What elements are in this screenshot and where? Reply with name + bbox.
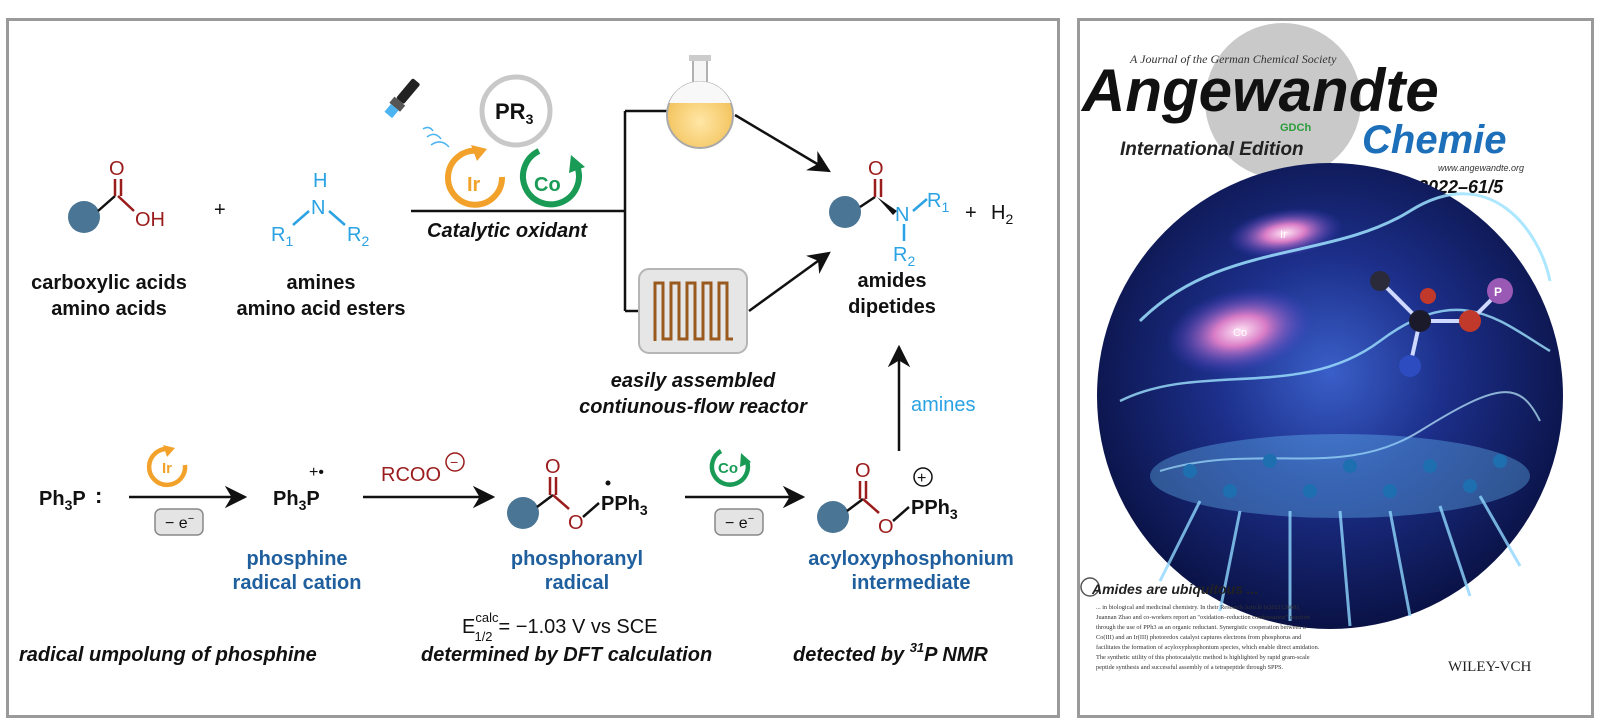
product-name: amides [858,270,927,292]
batch-arrow [734,113,831,173]
cover-blurb: ... in biological and medicinal chemistr… [1096,604,1320,671]
carboxylate-charge: − [450,454,458,470]
caption-umpolung: radical umpolung of phosphine [19,644,317,666]
catalytic-oxidant-label: Catalytic oxidant [427,220,588,242]
amide-r2: R2 [893,244,915,269]
blurb-line: through the use of PPh3 as an organic re… [1096,624,1306,631]
cover-gdch: GDCh [1280,122,1311,134]
label-radical-cation-1: phosphine [246,548,347,570]
ph3p-start: Ph3P [39,488,86,513]
blurb-line: ... in biological and medicinal chemistr… [1096,604,1301,611]
blurb-line: Co(III) and an Ir(III) photoredox cataly… [1096,634,1302,641]
amine-r1: R1 [271,224,293,249]
co-catalyst-cycle-icon: Co [519,148,585,208]
flow-reactor-icon [638,268,748,354]
ir-small-label: Ir [162,460,172,477]
flow-reactor-label-1: easily assembled [611,370,776,392]
reactant1-name: carboxylic acids [31,272,187,294]
radical-cation-charge: +• [309,464,324,481]
product-subname: dipetides [848,296,936,318]
amide-product-structure: O N R1 R2 [829,158,949,269]
phosphine-radical-cation: Ph3P [273,488,320,513]
phosphonium-charge: + [917,470,926,487]
label-phosphoranyl-1: phosphoranyl [511,548,643,570]
acyloxyphosphonium-structure: O O + PPh3 [817,460,958,538]
cover-edition: International Edition [1120,139,1304,160]
blurb-line: peptide synthesis and successful assembl… [1096,664,1284,671]
co-small-cycle-icon: Co [709,449,751,487]
label-acyloxy-1: acyloxyphosphonium [808,548,1014,570]
cover-chemie: Chemie [1362,118,1507,162]
amide-n-label: N [895,204,909,226]
acyloxy-carbonyl-o: O [855,460,871,482]
product-plus: + [965,202,977,224]
caption-nmr: detected by 31P NMR [793,640,988,666]
carboxylate-label: RCOO [381,464,441,486]
acyloxy-pph3: PPh3 [911,497,958,522]
reaction-scheme-panel: O OH carboxylic acids amino acids + H N … [6,18,1060,718]
round-bottom-flask-icon [666,55,734,149]
reaction-scheme-svg: O OH carboxylic acids amino acids + H N … [19,55,1014,666]
co-label: Co [534,174,561,196]
cover-grey-disc [1205,23,1361,179]
acyloxy-ester-o: O [878,516,894,538]
reactant1-subname: amino acids [51,298,167,320]
plus-sign: + [214,199,226,221]
label-phosphoranyl-2: radical [545,572,609,594]
lone-pair-dots: : [95,483,102,508]
flow-arrow [748,251,831,313]
svg-text:− e−: − e− [165,513,194,532]
blurb-line: facilitates the formation of acyloxyphos… [1096,644,1320,651]
hydrogen-byproduct: H2 [991,202,1013,227]
label-acyloxy-2: intermediate [852,572,971,594]
carboxylic-acid-structure: O OH [68,158,165,233]
svg-text:− e−: − e− [725,513,754,532]
reactant2-subname: amino acid esters [237,298,406,320]
cover-title: Angewandte [1080,57,1439,124]
amine-r2: R2 [347,224,369,249]
label-radical-cation-2: radical cation [233,572,362,594]
blurb-line: Juannan Zhao and co-workers report an "o… [1096,614,1311,621]
reactant2-name: amines [287,272,356,294]
phosphoranyl-ester-o: O [568,512,584,534]
amine-h-label: H [313,170,327,192]
phosphoranyl-radical-structure: O O PPh3 [507,456,648,534]
amine-structure: H N R1 R2 [271,170,369,249]
cover-headline: Amides are ubiquitous ... [1091,581,1258,597]
cover-website: www.angewandte.org [1438,163,1524,173]
light-rays-icon [422,126,450,148]
amines-arrow-label: amines [911,394,975,416]
light-source-icon [384,78,420,119]
blurb-line: The synthetic utility of this photocatal… [1096,654,1310,661]
amide-o-label: O [868,158,884,180]
electron-loss-badge-2: − e− [714,508,764,536]
caption-dft: determined by DFT calculation [421,644,712,666]
pr3-circle [479,74,553,148]
co-small-label: Co [718,460,738,477]
cover-publisher: WILEY-VCH [1448,659,1531,675]
amide-r1: R1 [927,190,949,215]
cover-artwork: Ir Co P [1097,163,1563,629]
art-ir-label: Ir [1280,229,1287,241]
ir-label: Ir [467,174,481,196]
hydroxyl-label: OH [135,209,165,231]
substrate-ball [68,201,100,233]
art-co-label: Co [1233,327,1247,339]
cover-society: A Journal of the German Chemical Society [1129,52,1337,66]
phosphoranyl-pph3: PPh3 [601,493,648,518]
pr3-label: PR3 [495,99,534,127]
journal-cover-svg: A Journal of the German Chemical Society… [1080,23,1563,675]
ir-catalyst-cycle-icon: Ir [445,145,506,208]
art-p-label: P [1494,285,1502,299]
flow-reactor-label-2: contiunous-flow reactor [579,396,808,418]
ir-small-cycle-icon: Ir [146,445,188,488]
electron-loss-badge-1: − e− [154,508,204,536]
phosphoranyl-carbonyl-o: O [545,456,561,478]
amine-n-label: N [311,197,325,219]
oxygen-label: O [109,158,125,180]
journal-cover-panel: A Journal of the German Chemical Society… [1077,18,1594,718]
